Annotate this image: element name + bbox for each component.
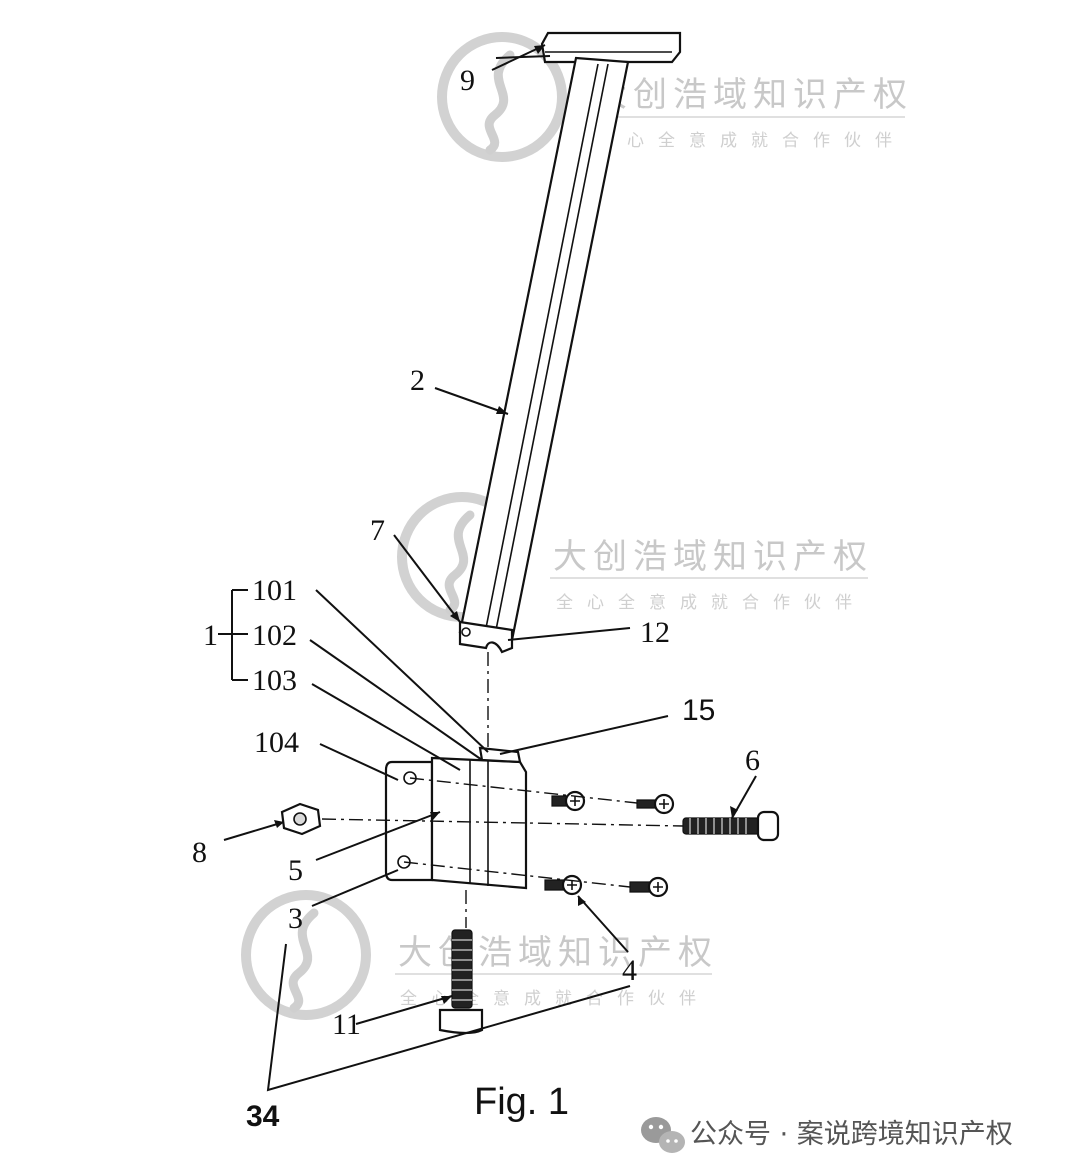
watermark-title: 大创浩域知识产权	[398, 933, 718, 973]
watermark-title: 大创浩域知识产权	[593, 75, 913, 115]
label-1: 1	[203, 619, 218, 652]
watermark-title: 大创浩域知识产权	[553, 537, 873, 577]
wechat-icon	[641, 1117, 685, 1153]
part-4-screw-lower-right	[629, 876, 669, 898]
footer: 公众号 · 案说跨境知识产权	[641, 1117, 1013, 1153]
label-3: 3	[288, 902, 303, 935]
label-8: 8	[192, 836, 207, 869]
label-5: 5	[288, 854, 303, 887]
part-8-nut	[280, 802, 322, 836]
reference-labels: 9 2 7 12 1 101 102 103 15 104 6 8 5 3 4 …	[192, 64, 760, 1133]
label-102: 102	[252, 619, 297, 652]
watermark-logo-icon	[241, 890, 371, 1020]
label-103: 103	[252, 664, 297, 697]
label-9: 9	[460, 64, 475, 97]
footer-account: 公众号 · 案说跨境知识产权	[690, 1119, 1013, 1150]
label-2: 2	[410, 364, 425, 397]
label-6: 6	[745, 744, 760, 777]
part-6-bolt	[682, 810, 780, 842]
label-104: 104	[254, 726, 299, 759]
label-7: 7	[370, 514, 385, 547]
watermark-logo-icon	[437, 32, 567, 162]
watermark-subtitle: 全心全意成就合作伙伴	[556, 593, 866, 613]
axis-lines	[321, 652, 684, 928]
watermark-subtitle: 全心全意成就合作伙伴	[400, 989, 710, 1009]
label-11: 11	[332, 1008, 361, 1041]
leader-lines	[218, 44, 757, 1092]
part-11-bolt	[438, 929, 484, 1035]
watermark-middle: 大创浩域知识产权 全心全意成就合作伙伴	[397, 492, 873, 622]
part-4-screw-upper-right	[636, 793, 675, 815]
watermark-bottom: 大创浩域知识产权 全心全意成就合作伙伴	[241, 890, 718, 1020]
watermark-top: 大创浩域知识产权 全心全意成就合作伙伴	[437, 32, 913, 162]
label-34: 34	[246, 1100, 280, 1133]
label-12: 12	[640, 616, 670, 649]
figure-caption: Fig. 1	[474, 1081, 569, 1123]
part-2-bar	[458, 56, 630, 654]
arrowheads	[274, 45, 738, 1004]
part-9-handle	[540, 31, 682, 64]
label-4: 4	[622, 954, 637, 987]
watermark-subtitle: 全心全意成就合作伙伴	[596, 131, 906, 151]
label-15: 15	[682, 694, 715, 727]
label-101: 101	[252, 574, 297, 607]
part-1-bracket	[384, 746, 528, 890]
